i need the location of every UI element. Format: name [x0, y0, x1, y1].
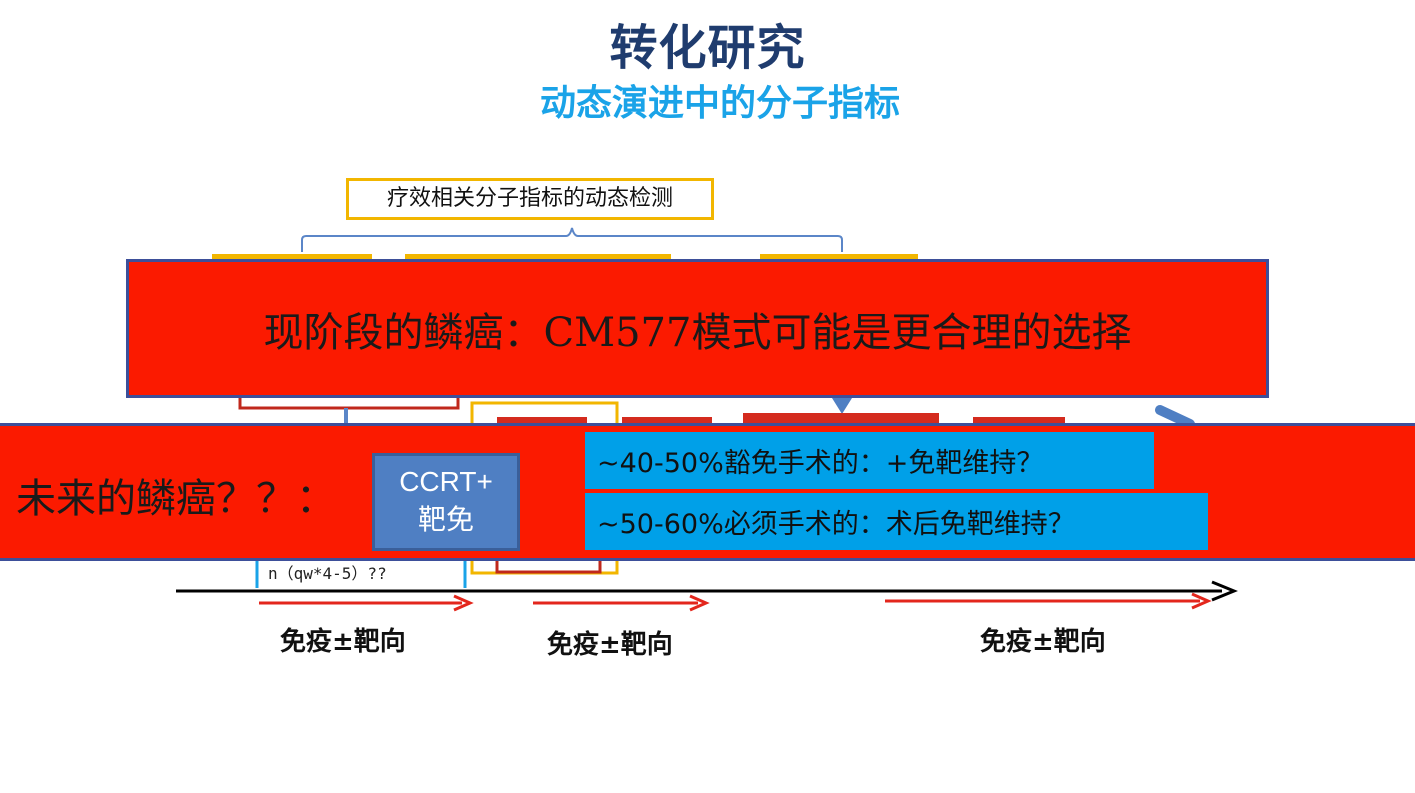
blue-arrow-fragment — [1155, 405, 1195, 429]
blue-box-fragment — [255, 561, 467, 588]
yellow-box-top-1 — [212, 254, 372, 262]
down-pointer — [832, 398, 852, 414]
phase-arrowhead-1 — [453, 594, 474, 612]
red-block-4 — [973, 417, 1065, 424]
ccrt-box-line1: CCRT+ — [399, 466, 493, 497]
yellow-box-top-2 — [405, 254, 671, 262]
future-scc-label: 未来的鳞癌？？： — [16, 476, 336, 522]
red-block-2 — [622, 417, 712, 424]
red-block-1 — [497, 417, 587, 424]
page-subtitle: 动态演进中的分子指标 — [539, 83, 900, 124]
dynamic-detection-label: 疗效相关分子指标的动态检测 — [346, 178, 714, 220]
surgery-exempt-note-text: ~40-50%豁免手术的：+免靶维持？ — [597, 448, 1044, 479]
phase-label-1: 免疫±靶向 — [280, 627, 406, 657]
phase-arrowhead-2 — [689, 594, 710, 612]
yellow-box-top-3 — [760, 254, 918, 262]
page-title: 转化研究 — [609, 20, 806, 76]
ccrt-box-line2: 靶免 — [417, 504, 474, 535]
surgery-exempt-note: ~40-50%豁免手术的：+免靶维持？ — [585, 432, 1154, 489]
timeline-arrowhead — [1211, 580, 1238, 602]
current-scc-banner-text: 现阶段的鳞癌：CM577模式可能是更合理的选择 — [263, 309, 1132, 356]
current-scc-banner: 现阶段的鳞癌：CM577模式可能是更合理的选择 — [126, 259, 1269, 398]
schedule-fragment-text: n（qw*4-5）?? — [268, 564, 387, 583]
phase-arrowhead-3 — [1191, 592, 1212, 610]
red-box-fragment — [495, 561, 602, 574]
surgery-required-note-text: ~50-60%必须手术的：术后免靶维持？ — [597, 509, 1075, 540]
red-block-3 — [743, 413, 939, 424]
ccrt-box: CCRT+ 靶免 — [372, 453, 520, 551]
phase-label-2: 免疫±靶向 — [547, 630, 673, 660]
phase-label-3: 免疫±靶向 — [980, 627, 1106, 657]
red-outline-box — [238, 398, 460, 410]
bracket-line — [301, 227, 843, 252]
surgery-required-note: ~50-60%必须手术的：术后免靶维持？ — [585, 493, 1208, 550]
